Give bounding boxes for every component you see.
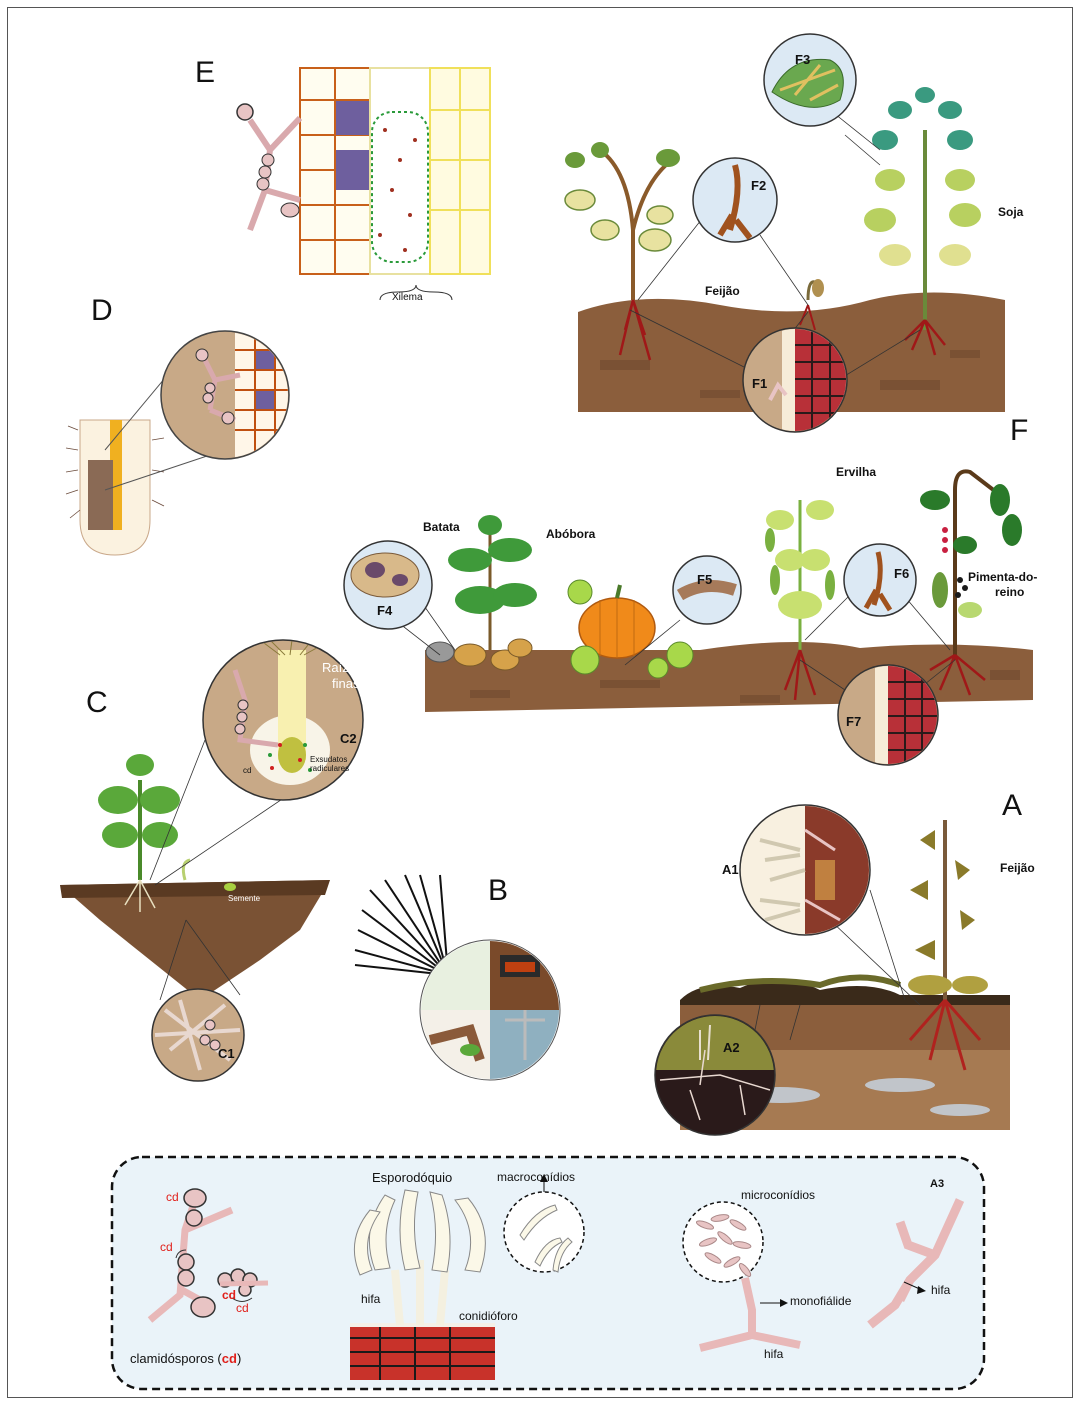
- seed-label: Semente: [228, 894, 260, 903]
- legend-cd-label-2: cd: [160, 1240, 173, 1254]
- legend-hypha-label-3: hifa: [931, 1283, 950, 1297]
- panel-label-b: B: [488, 874, 508, 908]
- plant-label-soja: Soja: [998, 205, 1023, 219]
- legend-chlamydospores-text: clamidósporos (: [130, 1351, 222, 1366]
- fine-roots-label-line2: finas: [332, 676, 359, 691]
- circle-label-f1: F1: [752, 376, 767, 391]
- legend-hypha-label-2: hifa: [764, 1347, 783, 1361]
- legend-conidiophore-label: conidióforo: [459, 1309, 518, 1323]
- circle-label-a1: A1: [722, 862, 739, 877]
- plant-label-feijao-a: Feijão: [1000, 861, 1035, 875]
- cd-label-c2: cd: [243, 766, 251, 775]
- legend-cd-label-3: cd: [222, 1288, 236, 1302]
- plant-label-pimenta-line1: Pimenta-do-: [968, 570, 1037, 584]
- legend-chlamydospores-close: ): [237, 1351, 241, 1366]
- legend-cd-label-1: cd: [166, 1190, 179, 1204]
- circle-label-a3: A3: [930, 1178, 944, 1190]
- plant-label-pimenta-line2: reino: [995, 585, 1024, 599]
- panel-label-e: E: [195, 56, 215, 90]
- circle-label-a2: A2: [723, 1040, 740, 1055]
- circle-label-f6: F6: [894, 566, 909, 581]
- plant-label-ervilha: Ervilha: [836, 465, 876, 479]
- panel-f-top-illustration: [565, 34, 1005, 433]
- circle-label-f5: F5: [697, 572, 712, 587]
- exudates-label-line2: radiculares: [310, 764, 349, 773]
- panel-label-a: A: [1002, 789, 1022, 823]
- plant-label-abobora: Abóbora: [546, 527, 595, 541]
- circle-label-f3: F3: [795, 52, 810, 67]
- panel-f-bottom-illustration: [344, 471, 1033, 765]
- panel-label-d: D: [91, 294, 113, 328]
- panel-label-f: F: [1010, 414, 1028, 448]
- panel-e-illustration: [237, 68, 490, 300]
- circle-label-c1: C1: [218, 1046, 235, 1061]
- legend-microconidia-label: microconídios: [741, 1188, 815, 1202]
- legend-monophialide-label: monofiálide: [790, 1294, 851, 1308]
- panel-label-c: C: [86, 686, 108, 720]
- panel-d-illustration: [66, 330, 295, 555]
- legend-hypha-label-1: hifa: [361, 1292, 380, 1306]
- xylem-label: Xilema: [392, 292, 423, 303]
- panel-a-illustration: [650, 805, 1010, 1135]
- circle-label-f4: F4: [377, 603, 392, 618]
- circle-label-f2: F2: [751, 178, 766, 193]
- legend-sporodochium-label: Esporodóquio: [372, 1170, 452, 1185]
- legend-cd-label-4: cd: [236, 1301, 249, 1315]
- legend-chlamydospores-caption: clamidósporos (cd): [130, 1351, 241, 1366]
- panel-b-illustration: [355, 875, 560, 1080]
- plant-label-feijao-top: Feijão: [705, 284, 740, 298]
- circle-label-f7: F7: [846, 714, 861, 729]
- fine-roots-label-line1: Raízes: [322, 660, 362, 675]
- legend-macroconidia-label: macroconídios: [497, 1170, 575, 1184]
- legend-box: [112, 1157, 984, 1389]
- legend-chlamydospores-cd: cd: [222, 1351, 237, 1366]
- circle-label-c2: C2: [340, 731, 357, 746]
- plant-label-batata: Batata: [423, 520, 460, 534]
- exudates-label-line1: Exsudatos: [310, 755, 347, 764]
